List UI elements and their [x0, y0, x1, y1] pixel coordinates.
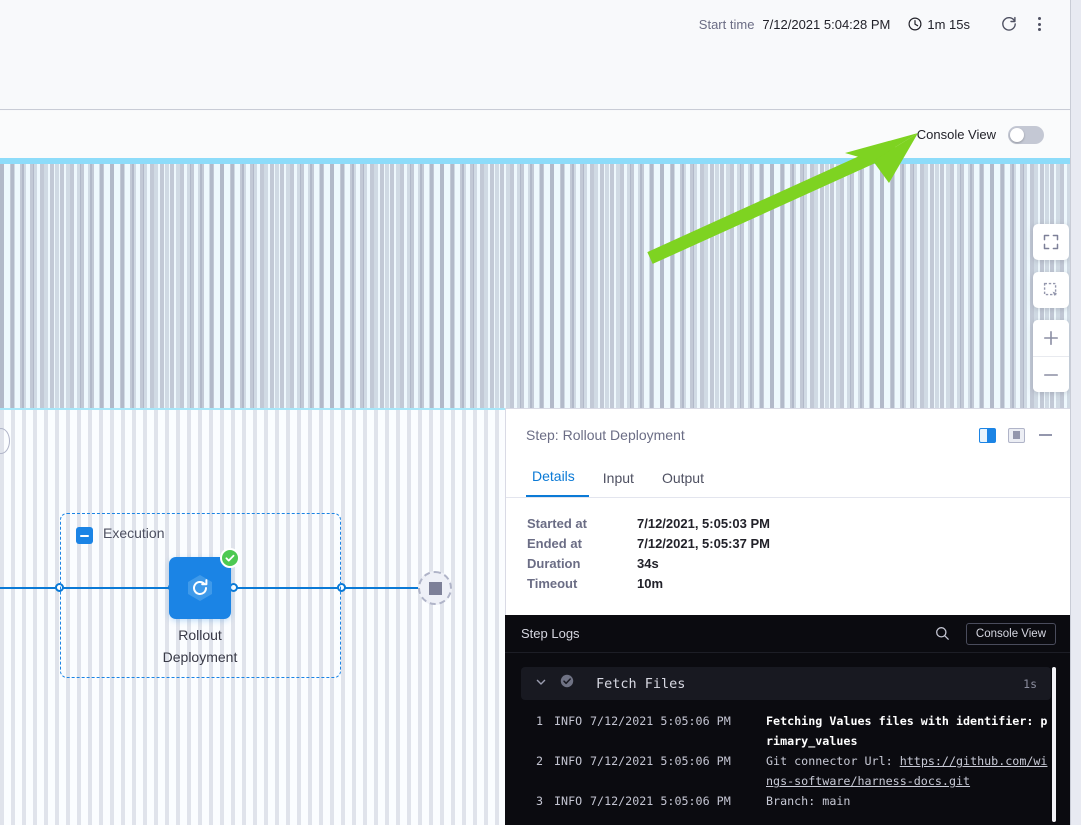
- log-line-number: 2: [521, 751, 543, 791]
- pipeline-header: Start time 7/12/2021 5:04:28 PM 1m 15s: [0, 0, 1070, 110]
- check-circle-icon: [560, 674, 574, 693]
- log-line-level: INFO: [554, 791, 590, 811]
- refresh-icon[interactable]: [994, 9, 1024, 39]
- detail-key: Started at: [527, 514, 637, 534]
- selection-box-icon[interactable]: [1033, 272, 1069, 308]
- canvas-grid-pattern: [0, 164, 1070, 408]
- step-logs-panel: Step Logs Console View Fetch Files 1s 1 …: [505, 615, 1070, 825]
- detail-row-timeout: Timeout 10m: [527, 574, 1070, 594]
- log-line-time: 7/12/2021 5:05:06 PM: [590, 751, 766, 791]
- detail-value: 34s: [637, 554, 659, 574]
- detail-key: Duration: [527, 554, 637, 574]
- log-line-level: INFO: [554, 711, 590, 751]
- log-line-number: 3: [521, 791, 543, 811]
- minus-square-icon[interactable]: [76, 527, 93, 544]
- right-edge-strip: [1070, 0, 1081, 825]
- logs-console-view-button[interactable]: Console View: [966, 623, 1056, 645]
- panel-layout-controls: [979, 428, 1052, 443]
- pipeline-canvas-upper[interactable]: [0, 164, 1070, 408]
- check-circle-icon: [220, 548, 240, 568]
- log-line-time: 7/12/2021 5:05:06 PM: [590, 711, 766, 751]
- log-line-number: 1: [521, 711, 543, 751]
- log-line: 3 INFO 7/12/2021 5:05:06 PM Branch: main: [521, 791, 1051, 811]
- step-details-header: Step: Rollout Deployment: [506, 409, 1070, 461]
- log-line-message: Fetching Values files with identifier: p…: [766, 711, 1051, 751]
- start-time-label: Start time: [699, 17, 755, 32]
- kebab-menu-icon[interactable]: [1024, 9, 1054, 39]
- canvas-zoom-controls: [1033, 224, 1069, 392]
- tab-output[interactable]: Output: [648, 470, 718, 497]
- detail-key: Ended at: [527, 534, 637, 554]
- search-icon[interactable]: [932, 623, 954, 645]
- log-line: 1 INFO 7/12/2021 5:05:06 PM Fetching Val…: [521, 711, 1051, 751]
- fit-screen-icon[interactable]: [1033, 224, 1069, 260]
- duration-value: 1m 15s: [927, 17, 970, 32]
- start-time-value: 7/12/2021 5:04:28 PM: [762, 17, 890, 32]
- tab-details[interactable]: Details: [526, 468, 589, 497]
- step-details-panel: Step: Rollout Deployment Details Input O…: [505, 408, 1070, 615]
- step-details-tabs: Details Input Output: [506, 459, 1070, 498]
- split-bottom-layout-icon[interactable]: [1008, 428, 1025, 443]
- detail-value: 7/12/2021, 5:05:37 PM: [637, 534, 770, 554]
- logs-scrollbar[interactable]: [1052, 667, 1056, 822]
- zoom-in-out-group: [1033, 320, 1069, 392]
- step-node-rollout-deployment[interactable]: [169, 557, 231, 619]
- chevron-down-icon[interactable]: [535, 675, 547, 693]
- duration-group: 1m 15s: [908, 17, 970, 32]
- log-line-time: 7/12/2021 5:05:06 PM: [590, 791, 766, 811]
- log-section-fetch-files[interactable]: Fetch Files 1s: [521, 667, 1051, 700]
- console-view-bar: Console View: [0, 111, 1070, 158]
- log-section-name: Fetch Files: [596, 676, 1023, 692]
- detail-key: Timeout: [527, 574, 637, 594]
- minimize-icon[interactable]: [1039, 434, 1052, 436]
- plus-icon[interactable]: [1033, 320, 1069, 356]
- log-line-message-text: Git connector Url:: [766, 754, 900, 768]
- step-logs-title: Step Logs: [521, 626, 932, 641]
- log-line-message: Branch: main: [766, 791, 1051, 811]
- page-title: Step: Rollout Deployment: [526, 427, 979, 443]
- detail-value: 10m: [637, 574, 663, 594]
- log-line-message: Git connector Url: https://github.com/wi…: [766, 751, 1051, 791]
- log-line: 2 INFO 7/12/2021 5:05:06 PM Git connecto…: [521, 751, 1051, 791]
- log-lines: 1 INFO 7/12/2021 5:05:06 PM Fetching Val…: [521, 711, 1051, 811]
- log-section-duration: 1s: [1023, 677, 1037, 691]
- toggle-knob: [1010, 128, 1024, 142]
- header-meta: Start time 7/12/2021 5:04:28 PM 1m 15s: [699, 8, 1054, 40]
- detail-row-started-at: Started at 7/12/2021, 5:05:03 PM: [527, 514, 1070, 534]
- log-line-level: INFO: [554, 751, 590, 791]
- console-view-label: Console View: [917, 127, 996, 142]
- detail-row-duration: Duration 34s: [527, 554, 1070, 574]
- split-right-layout-icon[interactable]: [979, 428, 996, 443]
- tab-input[interactable]: Input: [589, 470, 648, 497]
- detail-row-ended-at: Ended at 7/12/2021, 5:05:37 PM: [527, 534, 1070, 554]
- step-details-body: Started at 7/12/2021, 5:05:03 PM Ended a…: [506, 514, 1070, 594]
- detail-value: 7/12/2021, 5:05:03 PM: [637, 514, 770, 534]
- console-view-toggle[interactable]: [1008, 126, 1044, 144]
- step-logs-header: Step Logs Console View: [505, 615, 1070, 653]
- rollout-deployment-icon: [180, 568, 220, 608]
- clock-icon: [908, 17, 922, 31]
- minus-icon[interactable]: [1033, 356, 1069, 392]
